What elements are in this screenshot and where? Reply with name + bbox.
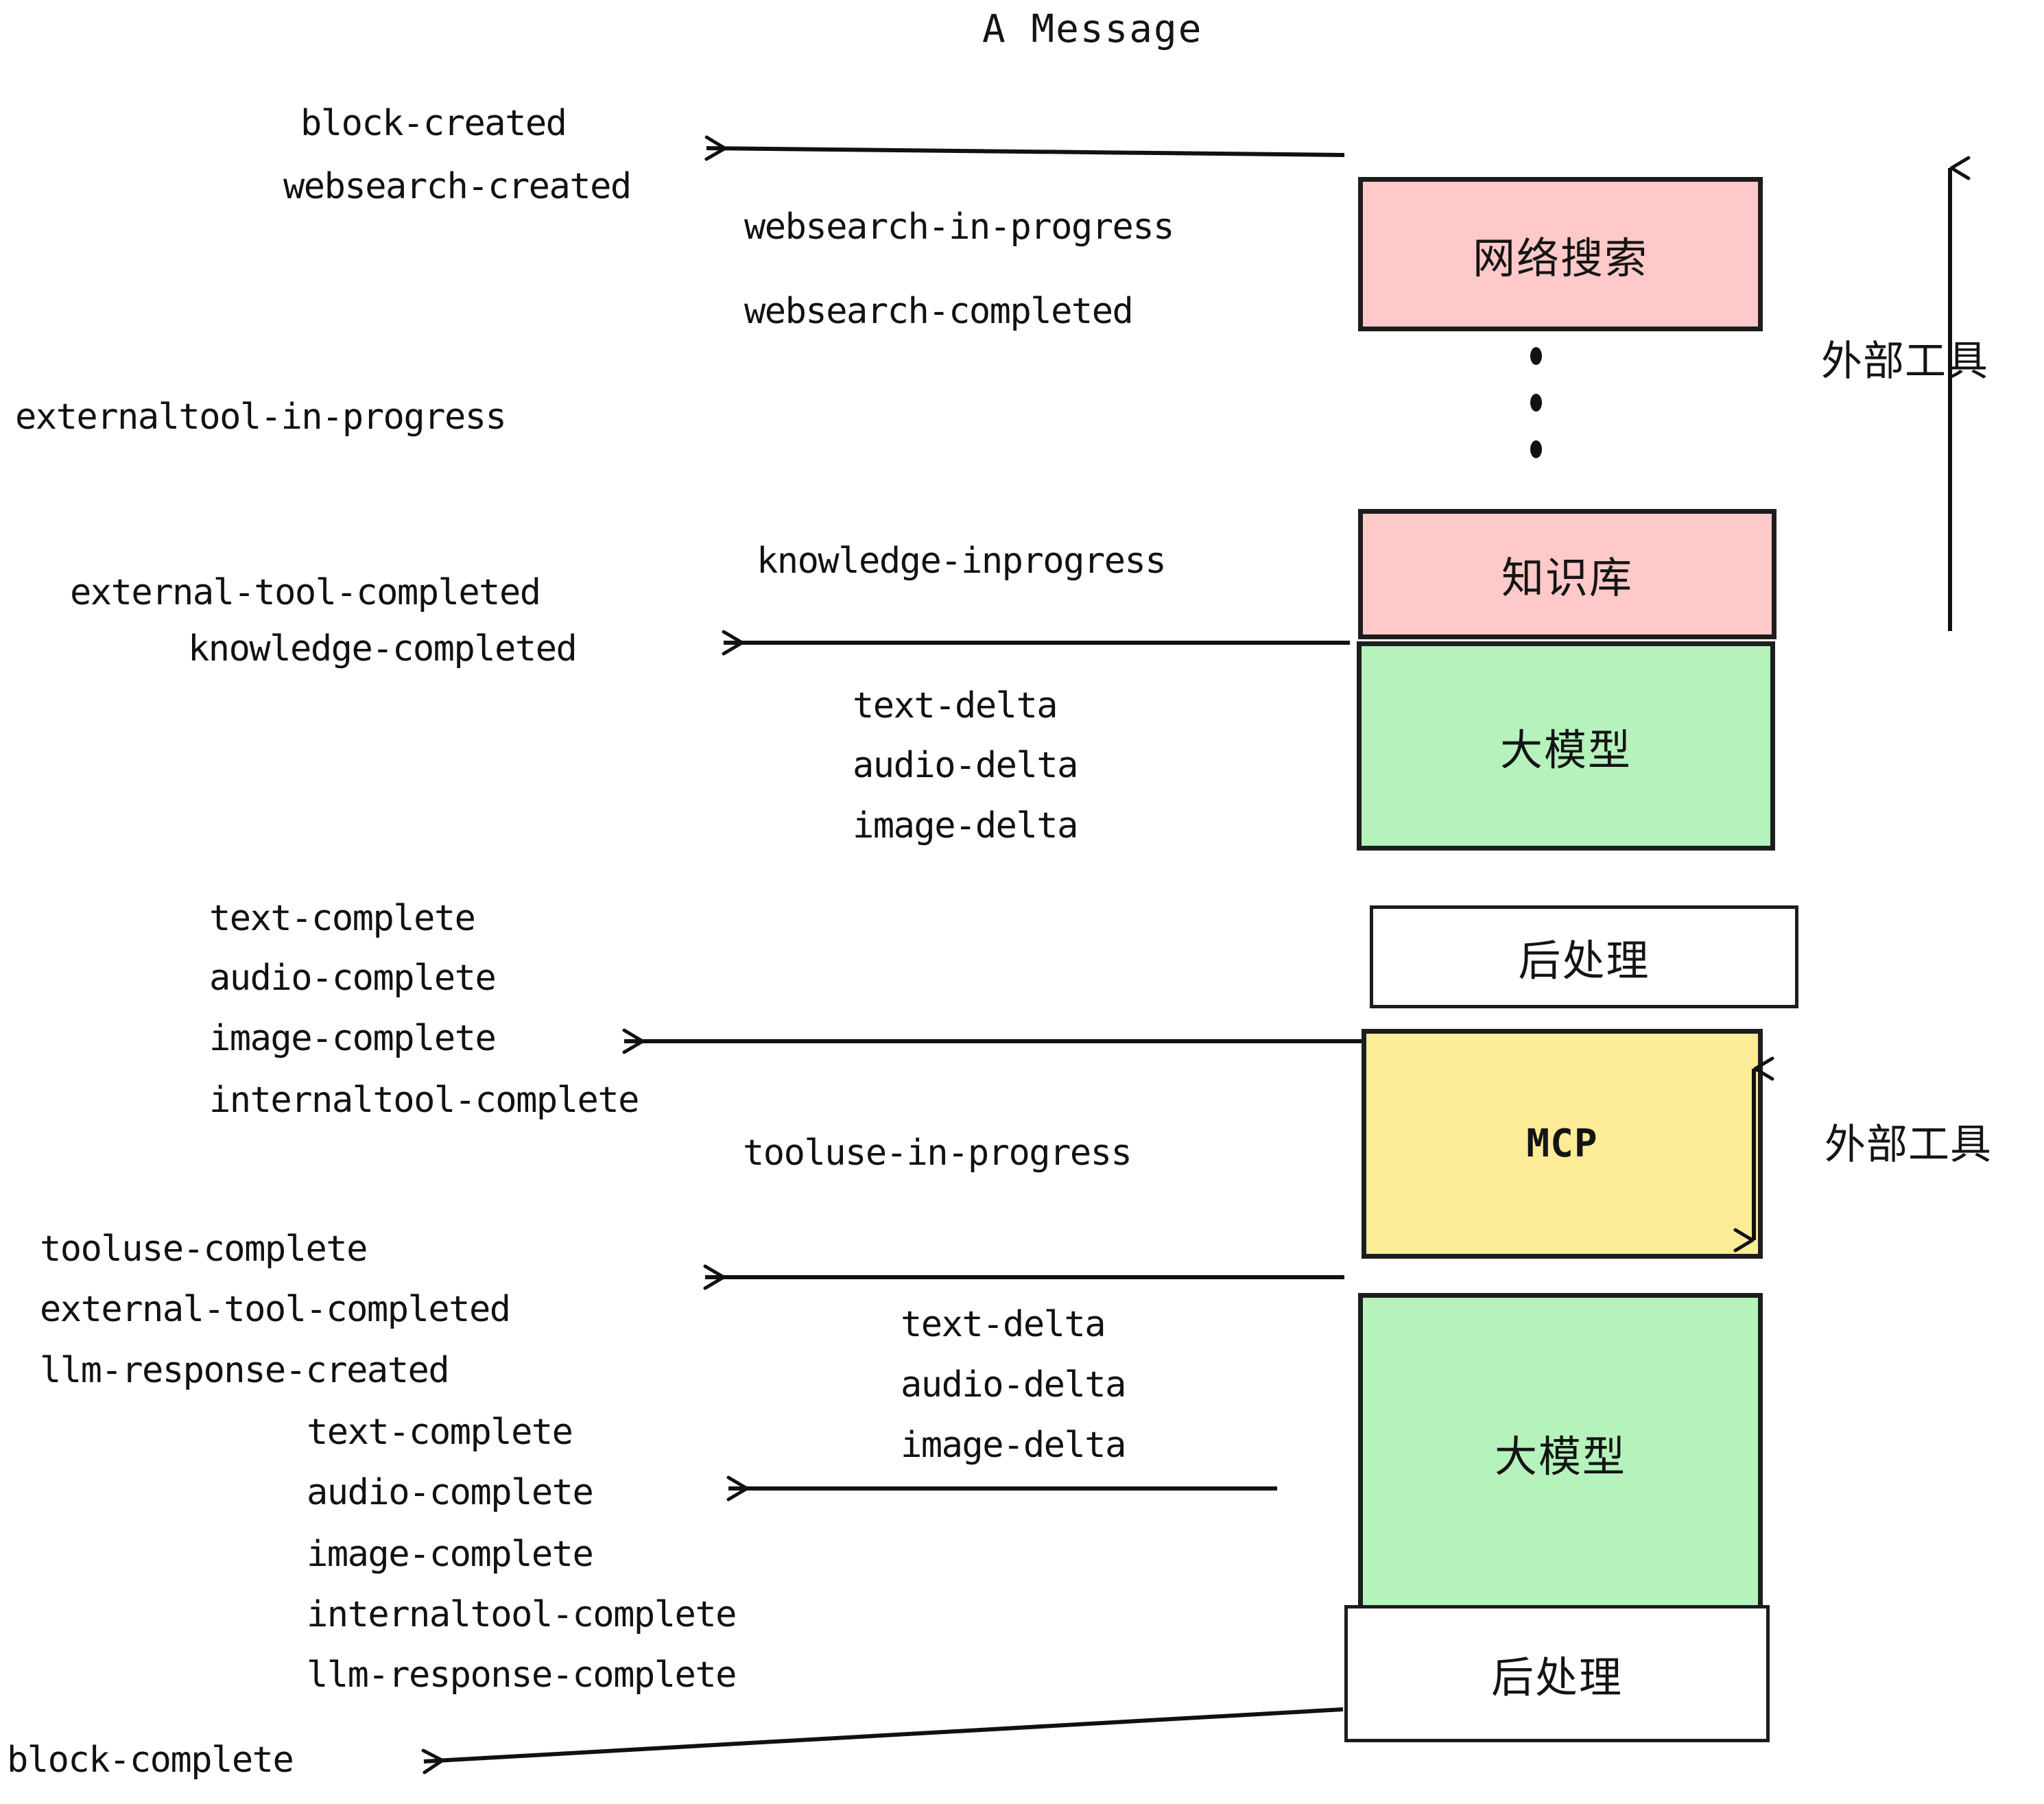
event-label-websearch-created: websearch-created <box>283 166 632 207</box>
event-label-text-complete-2: text-complete <box>307 1412 573 1453</box>
event-label-audio-delta-2: audio-delta <box>901 1364 1126 1405</box>
stage-label-postprocess-1: 后处理 <box>1518 936 1650 986</box>
event-label-audio-complete-1: audio-complete <box>209 958 497 999</box>
event-label-image-complete-1: image-complete <box>209 1018 497 1059</box>
event-label-image-delta-1: image-delta <box>853 805 1078 846</box>
event-label-external-tool-completed: external-tool-completed <box>70 572 541 613</box>
stage-box-llm-2[interactable]: 大模型 <box>1358 1293 1763 1612</box>
event-label-text-complete-1: text-complete <box>209 898 476 939</box>
stage-label-llm-2: 大模型 <box>1494 1431 1626 1482</box>
event-label-externaltool-in-progress: externaltool-in-progress <box>15 396 507 438</box>
event-label-audio-complete-2: audio-complete <box>307 1472 594 1513</box>
stage-label-knowledge: 知识库 <box>1501 553 1633 603</box>
event-label-knowledge-completed: knowledge-completed <box>188 628 578 669</box>
event-label-websearch-in-progress: websearch-in-progress <box>744 206 1174 248</box>
event-label-external-tool-completed-2: external-tool-completed <box>40 1289 511 1330</box>
event-label-tooluse-complete: tooluse-complete <box>40 1229 368 1270</box>
stage-box-mcp[interactable]: MCP <box>1362 1029 1763 1259</box>
stage-label-postprocess-2: 后处理 <box>1490 1652 1623 1702</box>
event-label-internaltool-complete-1: internaltool-complete <box>209 1080 639 1121</box>
stage-box-llm-1[interactable]: 大模型 <box>1357 641 1775 851</box>
event-label-llm-response-complete: llm-response-complete <box>307 1654 737 1696</box>
ellipsis-dot-3 <box>1530 440 1542 458</box>
event-label-block-complete: block-complete <box>7 1740 294 1781</box>
event-label-image-complete-2: image-complete <box>307 1534 594 1575</box>
event-label-block-created: block-created <box>300 103 567 144</box>
side-label-external-tools-top: 外部工具 <box>1821 337 1988 385</box>
stage-box-websearch[interactable]: 网络搜索 <box>1358 177 1763 331</box>
stage-label-websearch: 网络搜索 <box>1472 233 1648 283</box>
event-label-text-delta-2: text-delta <box>901 1304 1106 1345</box>
arrow-block-complete <box>421 1707 1344 1775</box>
stage-label-mcp: MCP <box>1526 1121 1598 1166</box>
event-label-websearch-completed: websearch-completed <box>744 291 1134 332</box>
page-title: A Message <box>982 7 1203 51</box>
stage-box-postprocess-2[interactable]: 后处理 <box>1344 1605 1770 1742</box>
ellipsis-dot-2 <box>1530 394 1542 412</box>
stage-box-postprocess-1[interactable]: 后处理 <box>1370 905 1798 1008</box>
event-label-audio-delta-1: audio-delta <box>853 745 1078 786</box>
event-label-llm-response-created: llm-response-created <box>40 1350 450 1391</box>
event-label-knowledge-inprogress: knowledge-inprogress <box>757 541 1167 582</box>
stage-label-llm-1: 大模型 <box>1499 724 1632 775</box>
arrow-block-created <box>704 135 1345 161</box>
event-label-internaltool-complete-2: internaltool-complete <box>307 1594 737 1635</box>
event-label-tooluse-in-progress: tooluse-in-progress <box>743 1132 1132 1174</box>
event-label-image-delta-2: image-delta <box>901 1425 1126 1466</box>
ellipsis-dot-1 <box>1530 347 1542 365</box>
stage-box-knowledge[interactable]: 知识库 <box>1358 509 1776 639</box>
event-label-text-delta-1: text-delta <box>853 685 1058 726</box>
side-label-external-tools-bottom: 外部工具 <box>1825 1121 1992 1169</box>
